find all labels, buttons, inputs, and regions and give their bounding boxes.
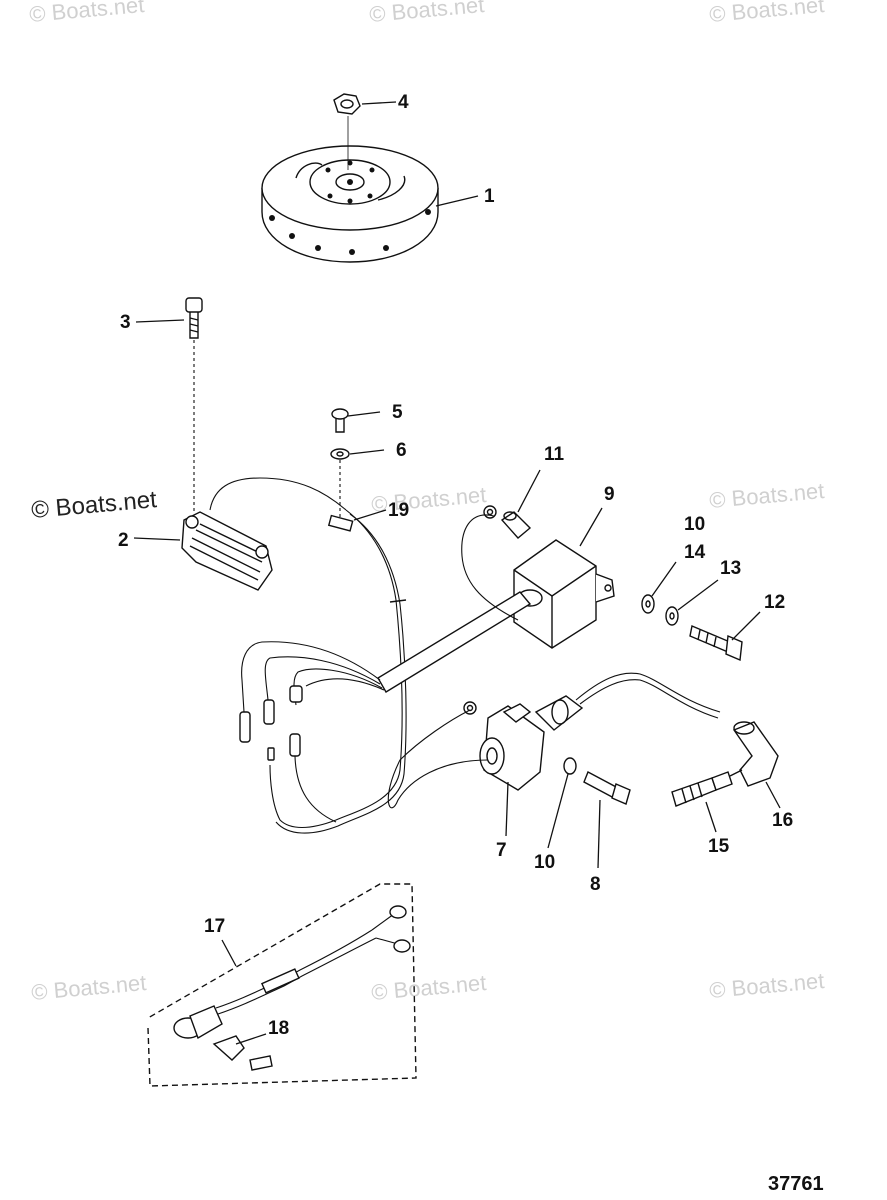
ground-lead: [461, 505, 532, 621]
flywheel: [261, 145, 439, 263]
callout-12: 12: [764, 592, 785, 613]
callout-13: 13: [720, 558, 741, 579]
clamp-screw: [327, 408, 354, 532]
callout-17: 17: [204, 916, 225, 937]
callout-15: 15: [708, 836, 730, 857]
callout-6: 6: [396, 440, 407, 461]
figure-number: 37761: [768, 1173, 824, 1195]
callouts: 4 1 3 2 5 6 19 11 9 10 14 13 12 7 10 8 1…: [118, 92, 793, 1039]
leader-lines: [133, 101, 781, 1045]
callout-3: 3: [120, 312, 131, 333]
callout-5: 5: [392, 402, 403, 423]
spark-plug-boot: [732, 721, 779, 787]
stator-screw: [185, 297, 203, 512]
watermark: © Boats.net: [708, 0, 825, 27]
callout-16: 16: [772, 810, 793, 831]
watermark: © Boats.net: [370, 970, 487, 1005]
watermark: © Boats.net: [28, 0, 145, 27]
callout-18: 18: [268, 1018, 289, 1039]
callout-19: 19: [388, 500, 409, 521]
spark-plug: [671, 769, 743, 807]
watermark: © Boats.net: [368, 0, 485, 27]
callout-7: 7: [496, 840, 507, 861]
watermark: © Boats.net: [708, 478, 825, 513]
watermark: © Boats.net: [708, 968, 825, 1003]
callout-10: 10: [684, 514, 705, 535]
watermark: © Boats.net: [30, 486, 158, 524]
callout-10-b: 10: [534, 852, 555, 873]
flywheel-nut: [333, 93, 361, 170]
callout-8: 8: [590, 874, 601, 895]
callout-11: 11: [544, 444, 565, 465]
callout-14: 14: [684, 542, 706, 563]
callout-2: 2: [118, 530, 129, 551]
callout-9: 9: [604, 484, 615, 505]
stator-harness: [269, 509, 407, 834]
callout-1: 1: [484, 186, 495, 207]
module-bolt-set: [641, 594, 743, 662]
stop-switch-assembly: [147, 883, 417, 1087]
cdi-module: [239, 539, 615, 823]
watermark: © Boats.net: [30, 970, 147, 1005]
callout-4: 4: [398, 92, 409, 113]
ignition-coil: [387, 672, 721, 809]
stator-coil: [181, 477, 347, 591]
